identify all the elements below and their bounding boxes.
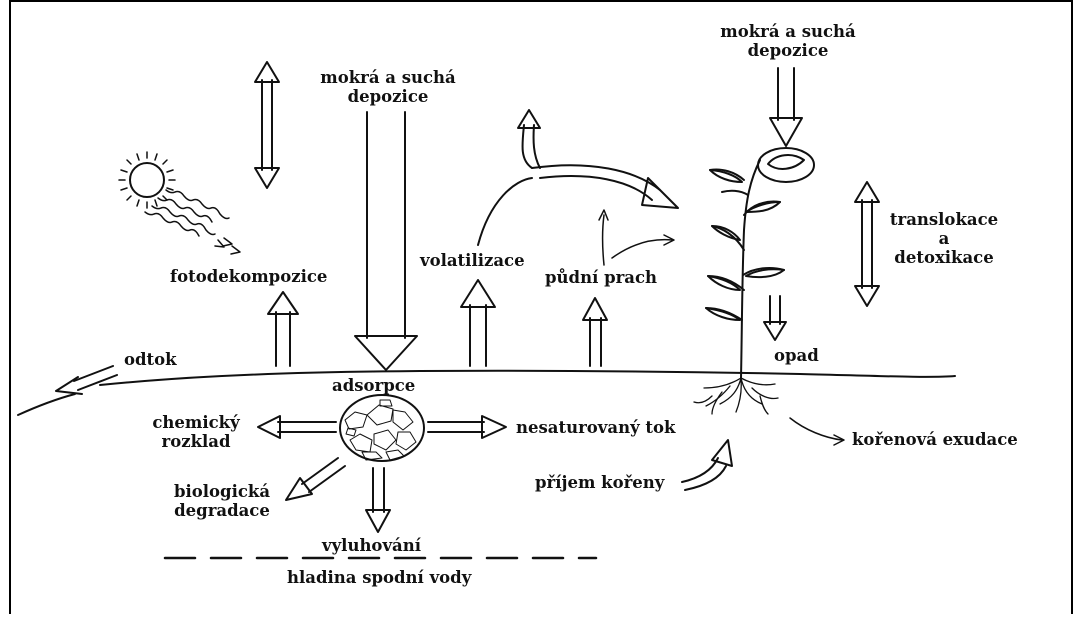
sun-rays xyxy=(145,190,240,254)
deposition-arrow-plant xyxy=(770,68,802,146)
unsaturated-flow-arrow xyxy=(428,416,506,438)
double-arrow-exchange xyxy=(255,62,279,188)
deposition-arrow-main xyxy=(355,112,417,370)
label-translocation: translokace a detoxikace xyxy=(884,210,1004,267)
label-unsaturated-flow: nesaturovaný tok xyxy=(516,418,675,437)
photodecomposition-arrow xyxy=(268,292,298,366)
plant-icon xyxy=(706,148,814,378)
label-chemical-decomposition: chemický rozklad xyxy=(148,413,244,451)
leaching-arrow xyxy=(366,468,390,532)
root-exudation-arrow xyxy=(790,418,844,445)
biological-degradation-arrow xyxy=(286,458,345,500)
label-deposition-top: mokrá a suchá depozice xyxy=(318,68,458,106)
label-runoff: odtok xyxy=(124,350,177,369)
label-deposition-top-line1: mokrá a suchá xyxy=(318,68,458,87)
label-deposition-plant-line2: depozice xyxy=(720,41,856,60)
volatilization-arrow xyxy=(461,280,495,366)
label-chemical-line2: rozklad xyxy=(148,432,244,451)
label-biological-line1: biologická xyxy=(162,482,282,501)
soil-particle-icon xyxy=(340,395,424,461)
litterfall-arrow xyxy=(764,296,786,340)
ground-surface-line xyxy=(100,371,955,385)
label-biological-degradation: biologická degradace xyxy=(162,482,282,520)
translocation-double-arrow xyxy=(855,182,879,306)
label-chemical-line1: chemický xyxy=(148,413,244,432)
label-deposition-top-line2: depozice xyxy=(318,87,458,106)
label-adsorption: adsorpce xyxy=(332,376,415,395)
label-groundwater-level: hladina spodní vody xyxy=(287,568,471,587)
label-translocation-line1: translokace xyxy=(884,210,1004,229)
label-volatilization: volatilizace xyxy=(420,251,525,270)
label-translocation-line3: detoxikace xyxy=(884,248,1004,267)
label-deposition-plant-line1: mokrá a suchá xyxy=(720,22,856,41)
label-litterfall: opad xyxy=(774,346,819,365)
roots-icon xyxy=(694,378,778,414)
label-translocation-line2: a xyxy=(884,229,1004,248)
chemical-decomposition-arrow xyxy=(258,416,336,438)
soil-dust-arrow xyxy=(583,298,607,366)
label-root-exudation: kořenová exudace xyxy=(852,430,1018,449)
label-leaching: vyluhování xyxy=(322,536,421,555)
label-deposition-plant: mokrá a suchá depozice xyxy=(720,22,856,60)
label-photodecomposition: fotodekompozice xyxy=(170,267,327,286)
soil-dust-curves xyxy=(599,210,674,265)
label-soil-dust: půdní prach xyxy=(545,268,657,287)
volatilization-curve-arrow xyxy=(478,110,678,245)
root-uptake-arrow xyxy=(682,440,732,490)
ground-slope-left xyxy=(18,394,75,415)
label-root-uptake: příjem kořeny xyxy=(535,473,664,492)
label-biological-line2: degradace xyxy=(162,501,282,520)
runoff-arrow xyxy=(56,366,117,394)
